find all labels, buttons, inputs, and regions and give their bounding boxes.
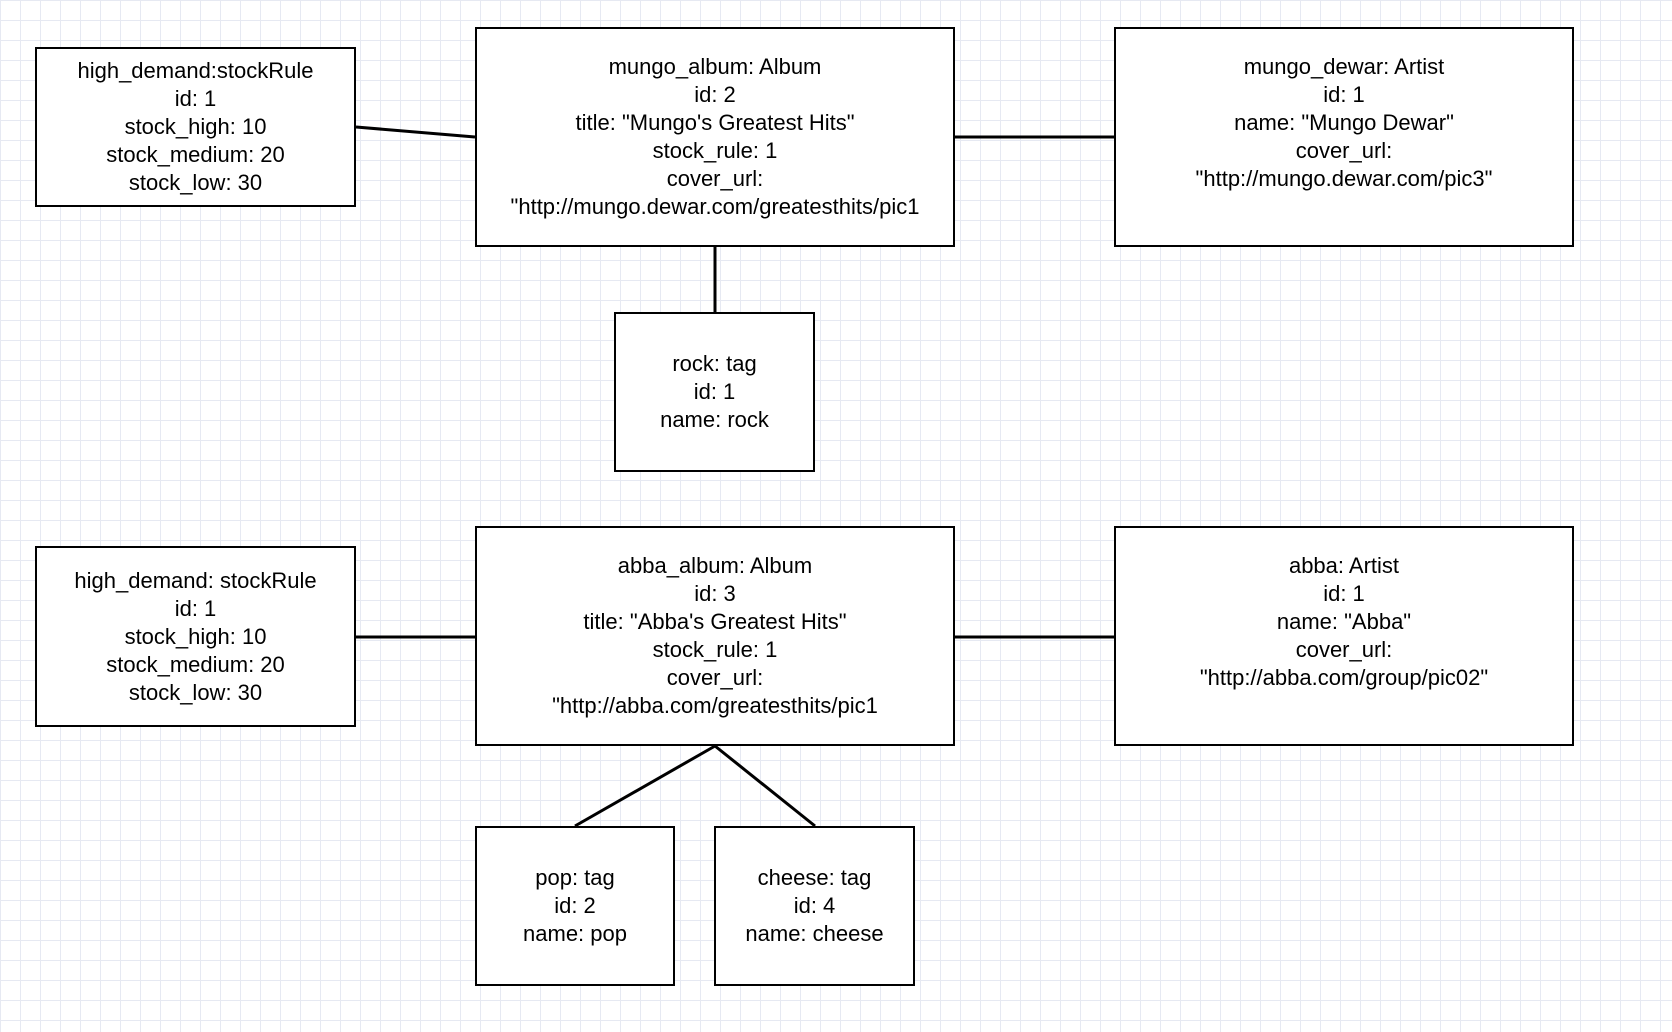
node-header: abba: Artist bbox=[1288, 553, 1400, 578]
node-field-title: title: "Mungo's Greatest Hits" bbox=[575, 110, 855, 135]
node-field-name: name: pop bbox=[523, 921, 627, 946]
artist-node-mungo-dewar[interactable]: mungo_dewar: Artist id: 1 name: "Mungo D… bbox=[1114, 27, 1574, 247]
node-field-id: id: 1 bbox=[174, 595, 217, 621]
node-field-name: name: rock bbox=[660, 407, 769, 432]
node-field-name: name: "Abba" bbox=[1276, 609, 1412, 634]
tag-node-rock[interactable]: rock: tag id: 1 name: rock bbox=[614, 312, 815, 472]
node-field-stock-rule: stock_rule: 1 bbox=[652, 637, 778, 662]
node-field-stock-medium: stock_medium: 20 bbox=[106, 651, 285, 677]
node-field-stock-medium: stock_medium: 20 bbox=[106, 142, 285, 167]
node-field-id: id: 2 bbox=[554, 893, 596, 918]
node-header: abba_album: Album bbox=[617, 553, 813, 578]
artist-node-abba[interactable]: abba: Artist id: 1 name: "Abba" cover_ur… bbox=[1114, 526, 1574, 746]
tag-node-pop[interactable]: pop: tag id: 2 name: pop bbox=[475, 826, 675, 986]
node-field-cover-url-value: "http://abba.com/greatesthits/pic1 bbox=[552, 693, 878, 718]
node-field-name: name: cheese bbox=[745, 921, 884, 946]
node-field-title: title: "Abba's Greatest Hits" bbox=[583, 609, 847, 634]
stockrule-node-high-demand-2[interactable]: high_demand: stockRule id: 1 stock_high:… bbox=[35, 546, 356, 727]
node-field-id: id: 2 bbox=[694, 82, 736, 107]
node-field-stock-low: stock_low: 30 bbox=[128, 170, 263, 195]
album-node-mungo[interactable]: mungo_album: Album id: 2 title: "Mungo's… bbox=[475, 27, 955, 247]
node-field-cover-url-label: cover_url: bbox=[666, 665, 764, 690]
stockrule-node-high-demand-1[interactable]: high_demand:stockRule id: 1 stock_high: … bbox=[35, 47, 356, 207]
node-field-stock-rule: stock_rule: 1 bbox=[652, 138, 778, 163]
node-field-id: id: 3 bbox=[694, 581, 736, 606]
node-field-id: id: 1 bbox=[693, 379, 736, 404]
node-field-stock-high: stock_high: 10 bbox=[124, 114, 267, 139]
connector-album-abba-tag-cheese bbox=[714, 744, 816, 828]
node-header: mungo_dewar: Artist bbox=[1243, 54, 1445, 79]
node-field-id: id: 4 bbox=[793, 893, 836, 918]
connector-stockrule1-album-mungo bbox=[355, 125, 476, 139]
node-field-id: id: 1 bbox=[1323, 82, 1365, 107]
node-header: high_demand: stockRule bbox=[74, 567, 317, 593]
node-field-cover-url-label: cover_url: bbox=[666, 166, 764, 191]
node-field-cover-url-value: "http://abba.com/group/pic02" bbox=[1199, 665, 1489, 690]
node-field-cover-url-value: "http://mungo.dewar.com/pic3" bbox=[1195, 166, 1493, 191]
node-header: cheese: tag bbox=[757, 865, 872, 890]
album-node-abba[interactable]: abba_album: Album id: 3 title: "Abba's G… bbox=[475, 526, 955, 746]
node-header: pop: tag bbox=[535, 865, 615, 890]
connector-album-abba-tag-pop bbox=[574, 744, 716, 828]
node-field-cover-url-label: cover_url: bbox=[1295, 637, 1393, 662]
node-field-cover-url-label: cover_url: bbox=[1295, 138, 1393, 163]
node-field-id: id: 1 bbox=[1323, 581, 1365, 606]
node-header: mungo_album: Album bbox=[608, 54, 822, 79]
node-field-name: name: "Mungo Dewar" bbox=[1234, 110, 1454, 135]
node-field-stock-low: stock_low: 30 bbox=[128, 679, 263, 705]
node-header: high_demand:stockRule bbox=[77, 58, 314, 83]
node-field-id: id: 1 bbox=[174, 86, 217, 111]
node-header: rock: tag bbox=[672, 351, 757, 376]
node-field-cover-url-value: "http://mungo.dewar.com/greatesthits/pic… bbox=[510, 194, 920, 219]
node-field-stock-high: stock_high: 10 bbox=[124, 623, 267, 649]
tag-node-cheese[interactable]: cheese: tag id: 4 name: cheese bbox=[714, 826, 915, 986]
